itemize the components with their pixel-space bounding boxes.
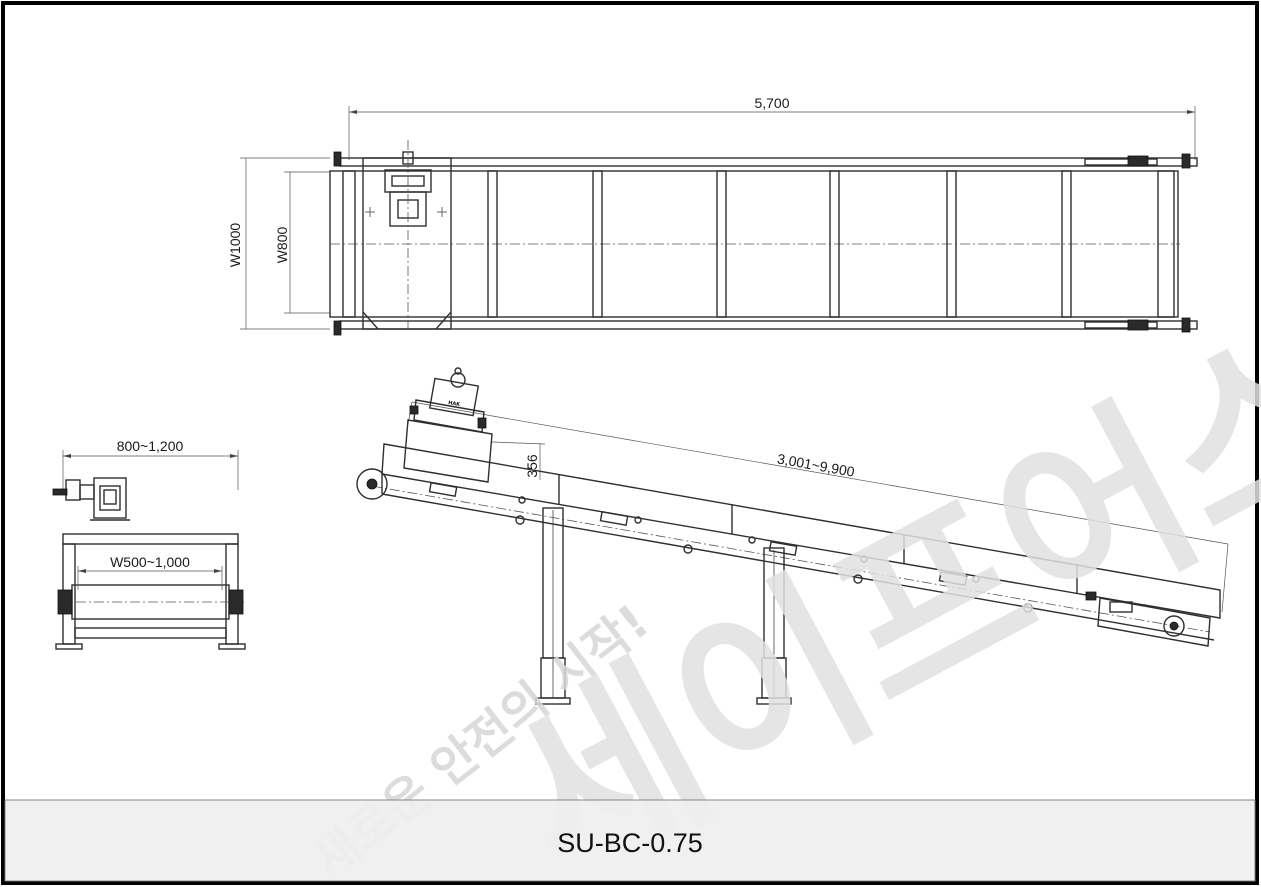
dim-label-frame-width: W1000: [227, 223, 243, 268]
dim-label-frame-height: 356: [524, 454, 540, 478]
dim-label-overall-length: 5,700: [754, 95, 789, 111]
dim-label-overall-width: 800~1,200: [117, 438, 184, 454]
model-code: SU-BC-0.75: [557, 828, 703, 858]
dim-label-end-belt-width: W500~1,000: [110, 554, 190, 570]
side-view: 3,001~9,900 356 HAK: [356, 367, 1229, 705]
motor-brand-label: HAK: [448, 400, 462, 408]
dim-frame-width: W1000: [227, 157, 330, 330]
dim-label-belt-width: W800: [274, 227, 290, 264]
return-idlers: [515, 496, 1033, 613]
tail-pulley: [1157, 170, 1175, 318]
title-block: SU-BC-0.75: [4, 799, 1256, 882]
side-drive-unit: HAK: [403, 367, 493, 483]
support-leg-1: [535, 507, 571, 705]
take-up-hardware: [333, 151, 1191, 336]
cross-members: [487, 170, 1072, 318]
dim-overall-length: 5,700: [348, 95, 1196, 160]
end-view: 800~1,200 W500~1: [52, 438, 246, 650]
side-tail-unit: [1085, 591, 1211, 647]
support-leg-2: [756, 547, 792, 705]
drive-unit-top: [362, 140, 452, 330]
dim-end-belt-width: W500~1,000: [77, 554, 223, 590]
dim-frame-height: 356: [491, 441, 546, 480]
conveyor-bottom-chord: [381, 493, 1215, 641]
end-view-motor: [52, 477, 130, 521]
side-head-pulley: [356, 468, 388, 500]
conveyor-body: [381, 443, 1221, 619]
dim-belt-width: W800: [274, 171, 330, 314]
name-plates: [428, 482, 968, 587]
dim-overall-width: 800~1,200: [62, 438, 239, 490]
top-view: 5,700 W1000 W800: [227, 95, 1198, 336]
section-joints: [558, 474, 1078, 594]
end-view-top-frame: [62, 533, 239, 545]
head-pulley: [342, 170, 356, 318]
